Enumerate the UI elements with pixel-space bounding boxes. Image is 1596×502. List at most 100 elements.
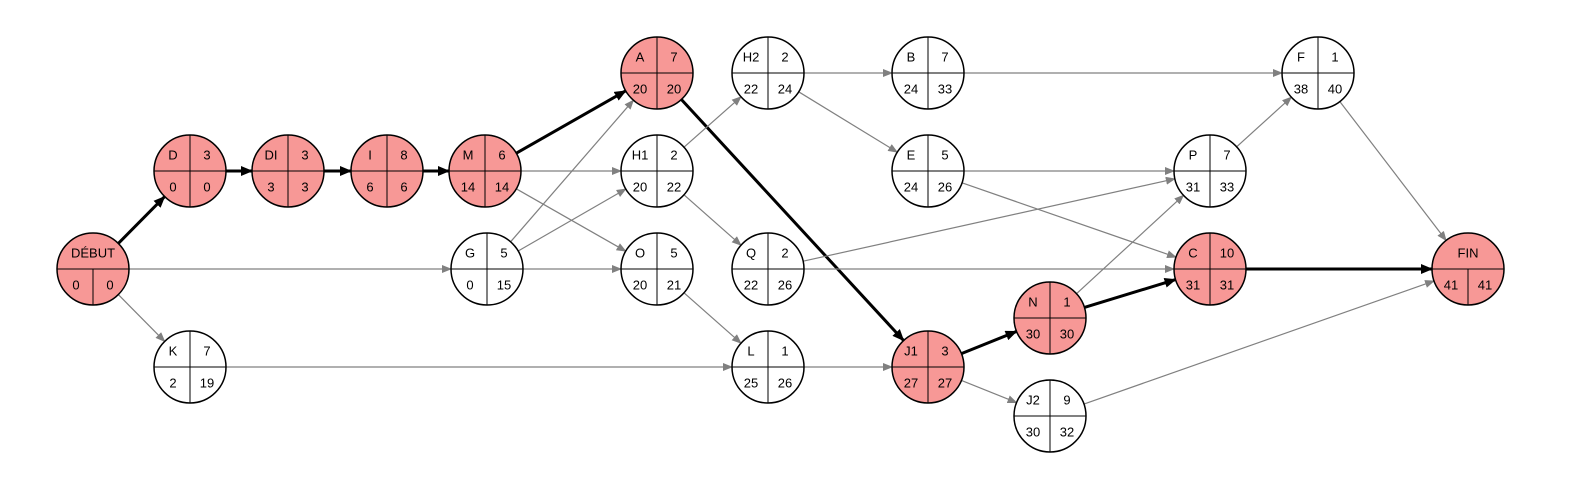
node-earliest-start: 0 [72,278,79,293]
node-j1[interactable]: J1 3 27 27 [891,330,965,404]
node-name: D [168,148,177,163]
node-duration: 1 [781,344,788,359]
node-l[interactable]: L 1 25 26 [731,330,805,404]
node-earliest-start: 38 [1294,82,1308,97]
edge-debut-to-k [117,294,166,343]
node-duration: 5 [941,148,948,163]
node-name: L [747,344,754,359]
node-latest-start: 26 [938,180,952,195]
node-name: A [636,50,645,65]
node-fin[interactable]: FIN 41 41 [1431,232,1505,306]
node-earliest-start: 24 [904,180,918,195]
node-duration: 7 [203,344,210,359]
node-latest-start: 40 [1328,82,1342,97]
node-earliest-start: 25 [744,376,758,391]
node-duration: 7 [941,50,948,65]
node-name: O [635,246,645,261]
node-name: C [1188,246,1197,261]
edge-g-to-a [510,99,635,243]
node-name: G [465,246,475,261]
edge-e-to-c [961,182,1177,259]
node-b[interactable]: B 7 24 33 [891,36,965,110]
edge-n-to-c [1083,277,1177,309]
node-name: K [169,344,178,359]
node-e[interactable]: E 5 24 26 [891,134,965,208]
node-earliest-start: 24 [904,82,918,97]
node-latest-start: 26 [778,376,792,391]
node-earliest-start: 22 [744,278,758,293]
node-duration: 6 [498,148,505,163]
node-earliest-start: 30 [1026,425,1040,440]
node-m[interactable]: M 6 14 14 [448,134,522,208]
node-earliest-start: 41 [1444,278,1458,293]
node-name: J1 [904,344,918,359]
node-latest-start: 31 [1220,278,1234,293]
node-name: FIN [1458,246,1479,261]
node-earliest-start: 27 [904,376,918,391]
node-name: E [907,148,916,163]
node-duration: 1 [1063,295,1070,310]
node-earliest-start: 22 [744,82,758,97]
node-latest-start: 24 [778,82,792,97]
node-latest-start: 14 [495,180,509,195]
edge-j2-to-fin [1083,280,1435,405]
node-latest-start: 30 [1060,327,1074,342]
node-latest-start: 32 [1060,425,1074,440]
edges-layer [117,69,1447,405]
node-earliest-start: 31 [1186,278,1200,293]
node-name: M [463,148,474,163]
node-earliest-start: 14 [461,180,475,195]
node-earliest-start: 20 [633,278,647,293]
edge-p-to-f [1236,96,1293,148]
node-duration: 3 [301,148,308,163]
node-duration: 2 [781,246,788,261]
node-duration: 3 [203,148,210,163]
node-duration: 9 [1063,393,1070,408]
edge-q-to-p [803,176,1176,262]
node-name: DÉBUT [71,246,115,261]
node-latest-start: 0 [203,180,210,195]
edge-n-to-p [1076,194,1185,295]
node-name: H2 [743,50,760,65]
node-name: B [907,50,916,65]
node-latest-start: 6 [400,180,407,195]
edge-debut-to-d [117,195,166,245]
node-latest-start: 3 [301,180,308,195]
node-c[interactable]: C 10 31 31 [1173,232,1247,306]
node-duration: 10 [1220,246,1234,261]
edge-o-to-l [683,292,742,344]
node-d[interactable]: D 3 0 0 [153,134,227,208]
node-name: P [1189,148,1198,163]
node-debut[interactable]: DÉBUT 0 0 [56,232,130,306]
node-earliest-start: 0 [169,180,176,195]
node-duration: 1 [1331,50,1338,65]
node-latest-start: 41 [1478,278,1492,293]
edge-g-to-h1 [517,188,627,252]
node-earliest-start: 30 [1026,327,1040,342]
node-latest-start: 27 [938,376,952,391]
node-latest-start: 22 [667,180,681,195]
node-duration: 2 [781,50,788,65]
node-duration: 5 [670,246,677,261]
node-duration: 3 [941,344,948,359]
node-earliest-start: 0 [466,278,473,293]
node-latest-start: 33 [938,82,952,97]
node-latest-start: 26 [778,278,792,293]
edge-h1-to-q [683,194,742,246]
node-duration: 2 [670,148,677,163]
node-latest-start: 0 [106,278,113,293]
